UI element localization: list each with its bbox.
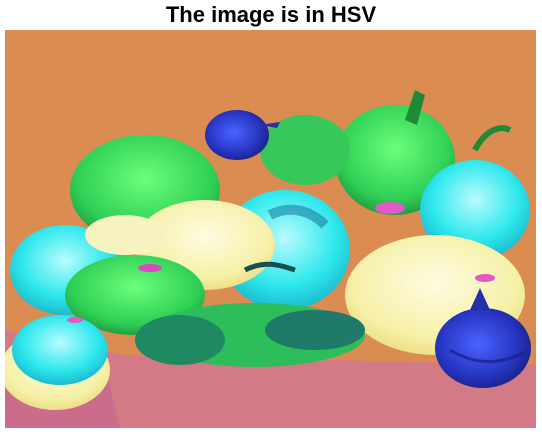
table-surface	[5, 330, 536, 428]
pepper-stem	[243, 261, 296, 273]
figure-title: The image is in HSV	[165, 2, 377, 27]
pepper-cyan-front	[12, 315, 108, 385]
pepper-green-back-right	[335, 105, 455, 215]
hsv-peppers-image	[5, 30, 536, 428]
garlic-bottom	[435, 308, 531, 388]
pepper-cyan-right	[420, 160, 530, 260]
garlic-top	[205, 110, 269, 160]
